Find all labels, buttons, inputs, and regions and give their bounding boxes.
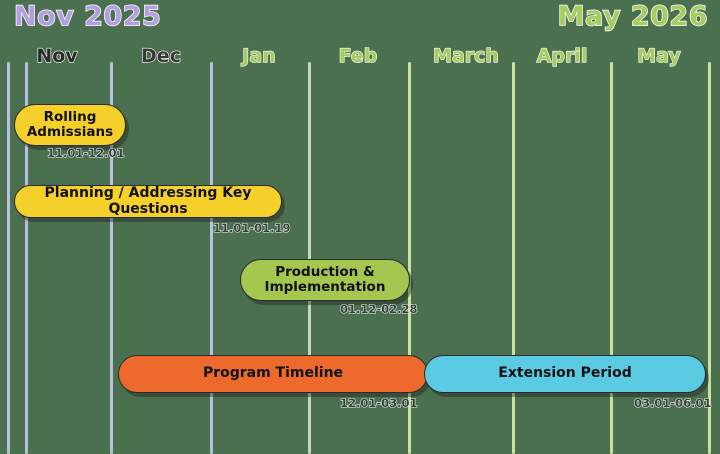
task-bar-planning-addressing-key-questions[interactable]: Planning / Addressing Key Questions [14,185,282,218]
month-label-may: May [637,44,682,67]
task-date-range-program-timeline: 12.01-03.01 [339,395,418,410]
month-label-april: April [536,44,588,67]
task-date-range-planning-addressing-key-questions: 11.01-01.19 [212,220,291,235]
gridline-2 [110,62,113,454]
task-date-range-extension-period: 03.01-06.01 [633,395,712,410]
gridline-0 [7,62,10,454]
month-label-dec: Dec [140,44,181,67]
gridline-7 [610,62,613,454]
task-bar-extension-period[interactable]: Extension Period [424,355,706,393]
month-label-nov: Nov [36,44,79,67]
gridline-4 [308,62,311,454]
task-bar-production-implementation[interactable]: Production & Implementation [240,259,410,301]
task-date-range-rolling-admissians: 11.01-12.01 [46,145,125,160]
gridline-3 [210,62,213,454]
timeline-end-year-label: May 2026 [557,0,708,33]
gridline-5 [408,62,411,454]
timeline-start-year-label: Nov 2025 [13,0,162,33]
gridline-1 [25,62,28,454]
month-label-march: March [432,44,499,67]
month-label-feb: Feb [338,44,378,67]
task-bar-program-timeline[interactable]: Program Timeline [118,355,428,393]
month-label-jan: Jan [242,44,277,67]
gridline-8 [708,62,711,454]
gridline-6 [512,62,515,454]
task-date-range-production-implementation: 01.12-02.28 [339,301,418,316]
task-bar-rolling-admissians[interactable]: Rolling Admissians [14,104,126,146]
